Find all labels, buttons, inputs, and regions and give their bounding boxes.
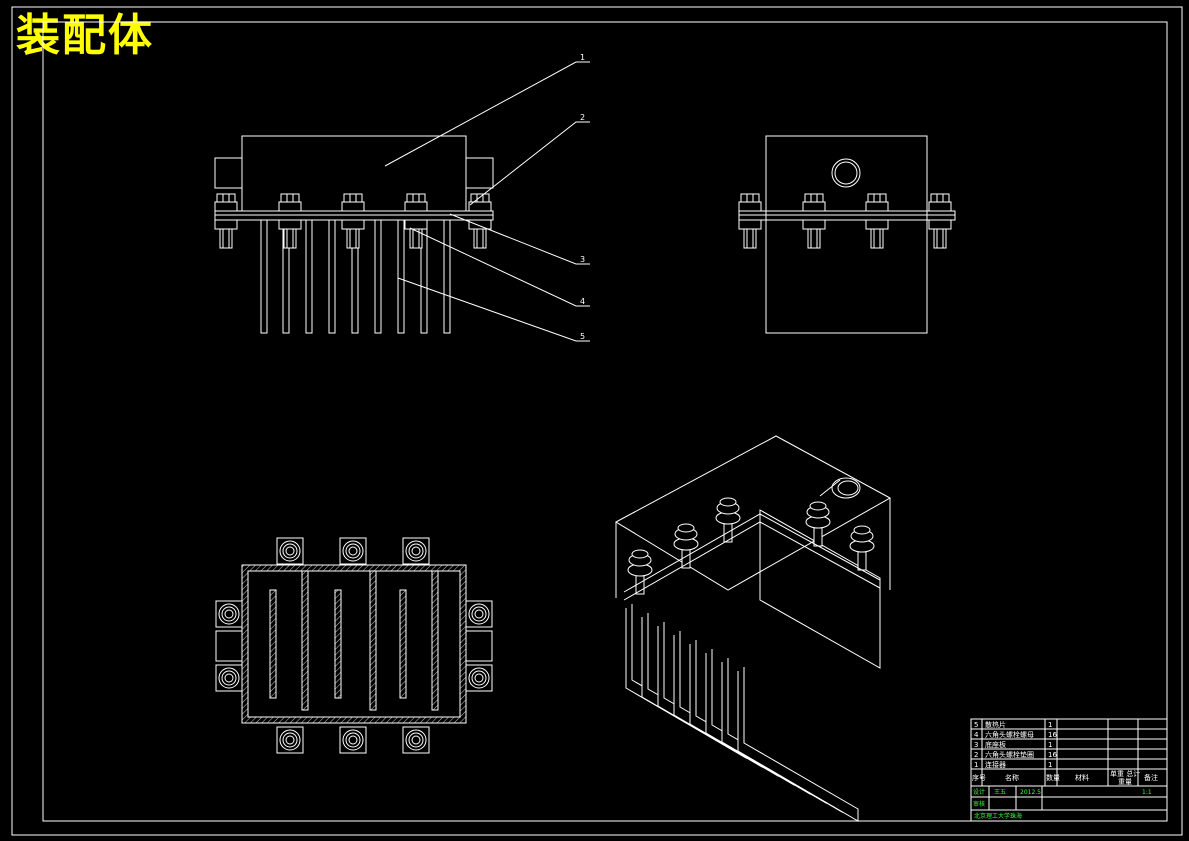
bolt-top xyxy=(339,726,367,754)
section-fin xyxy=(369,570,377,711)
section-view xyxy=(215,537,493,754)
title-block-field: 北京理工大学珠海 xyxy=(974,812,1022,820)
bom-header-cell: 重量 xyxy=(1118,778,1132,786)
bom-row-name: 连接器 xyxy=(985,760,1006,769)
title-block-field: 设计 xyxy=(973,788,985,796)
title-block-field: 审核 xyxy=(973,800,985,808)
bom-row-no: 2 xyxy=(974,751,978,759)
bolt-top xyxy=(339,537,367,565)
fin-front xyxy=(374,219,382,334)
fin-front xyxy=(260,219,268,334)
fin-front xyxy=(305,219,313,334)
bom-row-name: 散热片 xyxy=(985,720,1006,729)
bom-header-cell: 备注 xyxy=(1144,773,1158,782)
title-block-field: 1:1 xyxy=(1142,789,1152,796)
bolt xyxy=(802,193,826,249)
bom-row-qty: 1 xyxy=(1048,721,1052,729)
bom-row-no: 3 xyxy=(974,741,978,749)
bolt xyxy=(738,193,762,249)
inner-frame xyxy=(42,21,1168,822)
section-fin xyxy=(269,589,277,699)
front-view xyxy=(214,135,494,334)
bolt-iso xyxy=(715,497,741,543)
bolt xyxy=(341,193,365,249)
fin-front xyxy=(397,219,405,334)
balloon-1: 1 xyxy=(580,53,585,62)
bolt-top xyxy=(402,537,430,565)
bom-header-cell: 数量 xyxy=(1046,773,1060,782)
section-fin xyxy=(334,589,342,699)
bolt xyxy=(404,193,428,249)
bolt-top xyxy=(402,726,430,754)
bom-row-qty: 16 xyxy=(1048,731,1057,739)
section-fin xyxy=(431,570,439,711)
bom-row-no: 1 xyxy=(974,761,978,769)
bom-row-name: 底座板 xyxy=(985,740,1006,749)
bolt xyxy=(865,193,889,249)
bolt-iso xyxy=(805,501,831,547)
bom-row-name: 六角头螺栓垫圈 xyxy=(985,750,1034,759)
bolt-iso xyxy=(849,525,875,571)
drawing-title: 装配体 xyxy=(16,10,154,61)
bom-header-cell: 材料 xyxy=(1075,773,1089,782)
bolt-iso xyxy=(673,523,699,569)
bolt xyxy=(468,193,492,249)
bolt xyxy=(214,193,238,249)
title-block xyxy=(970,718,1168,822)
bolt-iso xyxy=(627,549,653,595)
bom-header-cell: 名称 xyxy=(1005,773,1019,782)
bolt xyxy=(928,193,952,249)
balloon-2: 2 xyxy=(580,113,585,122)
bom-row-name: 六角头螺栓螺母 xyxy=(985,730,1034,739)
bolt-top xyxy=(465,600,493,628)
balloon-5: 5 xyxy=(580,332,585,341)
bolt-top xyxy=(215,600,243,628)
bolt-top xyxy=(276,726,304,754)
title-block-field: 王五 xyxy=(994,789,1006,796)
fin-front xyxy=(328,219,336,334)
title-block-field: 2012.5 xyxy=(1020,789,1041,796)
bom-header-cell: 单重 总计 xyxy=(1110,769,1140,778)
bom-row-qty: 1 xyxy=(1048,741,1052,749)
fin-iso xyxy=(737,667,859,822)
bolt xyxy=(278,193,302,249)
balloon-3: 3 xyxy=(580,255,585,264)
bom-row-qty: 1 xyxy=(1048,761,1052,769)
balloon-4: 4 xyxy=(580,297,585,306)
section-fin xyxy=(301,570,309,711)
outer-frame xyxy=(11,6,1183,836)
fin-front xyxy=(443,219,451,334)
side-view xyxy=(738,135,956,334)
bolt-top xyxy=(276,537,304,565)
leader-lines xyxy=(384,61,590,342)
section-fin xyxy=(399,589,407,699)
bom-header-cell: 序号 xyxy=(972,773,986,782)
bom-row-no: 4 xyxy=(974,731,979,739)
bom-row-no: 5 xyxy=(974,721,978,729)
bom-row-qty: 16 xyxy=(1048,751,1057,759)
bolt-top xyxy=(465,664,493,692)
bolt-top xyxy=(215,664,243,692)
isometric-view xyxy=(614,435,892,822)
